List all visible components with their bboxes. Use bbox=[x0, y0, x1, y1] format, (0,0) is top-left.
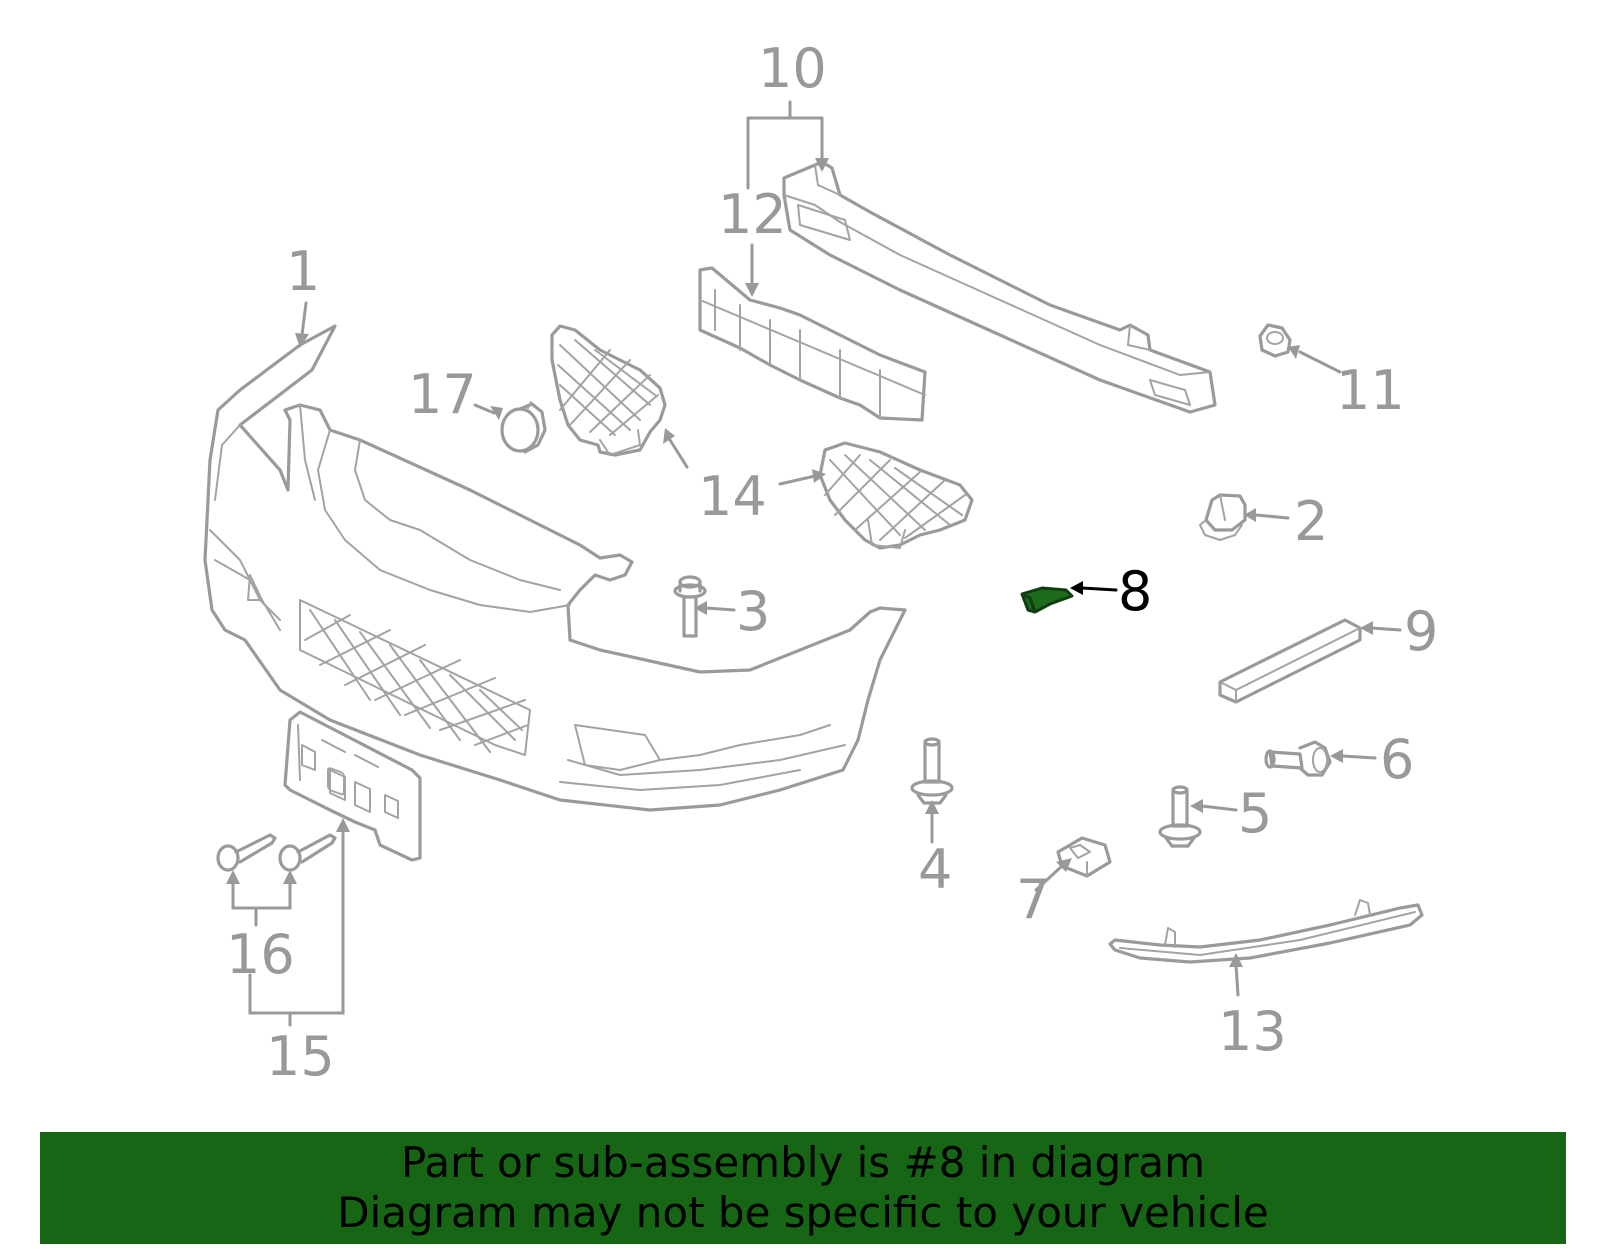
callout-6: 6 bbox=[1380, 728, 1414, 791]
bolt-3 bbox=[673, 575, 707, 638]
license-bracket-15 bbox=[283, 710, 422, 862]
callout-2: 2 bbox=[1294, 490, 1328, 553]
callout-labels: 1 10 12 17 14 11 2 8 3 9 6 5 4 7 16 15 1… bbox=[226, 37, 1438, 1088]
callout-10: 10 bbox=[758, 37, 827, 100]
bolt-5 bbox=[1158, 785, 1202, 848]
screws-16 bbox=[216, 833, 337, 872]
callout-15: 15 bbox=[266, 1025, 335, 1088]
clip-6 bbox=[1264, 740, 1332, 777]
grille-insert-lower bbox=[818, 441, 974, 550]
leader-lines bbox=[226, 100, 1402, 1027]
callout-1: 1 bbox=[286, 240, 320, 303]
molding-13 bbox=[1108, 899, 1424, 964]
banner-line-disclaimer: Diagram may not be specific to your vehi… bbox=[337, 1188, 1269, 1237]
strip-9 bbox=[1218, 618, 1362, 704]
grille-insert-upper bbox=[550, 324, 667, 457]
bolt-4 bbox=[910, 737, 954, 805]
bumper-cover bbox=[203, 324, 907, 812]
callout-17: 17 bbox=[408, 363, 477, 426]
callout-16: 16 bbox=[226, 923, 295, 986]
callout-4: 4 bbox=[918, 838, 952, 901]
callout-9: 9 bbox=[1404, 600, 1438, 663]
callout-11: 11 bbox=[1336, 359, 1405, 422]
retainer-2 bbox=[1199, 493, 1247, 541]
nut-11 bbox=[1258, 323, 1292, 358]
info-banner: Part or sub-assembly is #8 in diagram Di… bbox=[40, 1132, 1566, 1244]
bracket-8-highlighted bbox=[1020, 586, 1074, 614]
callout-8-highlighted: 8 bbox=[1118, 560, 1152, 623]
callout-5: 5 bbox=[1238, 782, 1272, 845]
callout-12: 12 bbox=[718, 183, 787, 246]
callout-7: 7 bbox=[1016, 868, 1050, 931]
callout-3: 3 bbox=[736, 580, 770, 643]
energy-absorber bbox=[698, 266, 927, 422]
clip-17 bbox=[500, 401, 547, 454]
banner-line-part: Part or sub-assembly is #8 in diagram bbox=[400, 1138, 1206, 1187]
callout-13: 13 bbox=[1218, 1000, 1287, 1063]
callout-14: 14 bbox=[698, 465, 767, 528]
bumper-reinforcement bbox=[782, 160, 1217, 414]
